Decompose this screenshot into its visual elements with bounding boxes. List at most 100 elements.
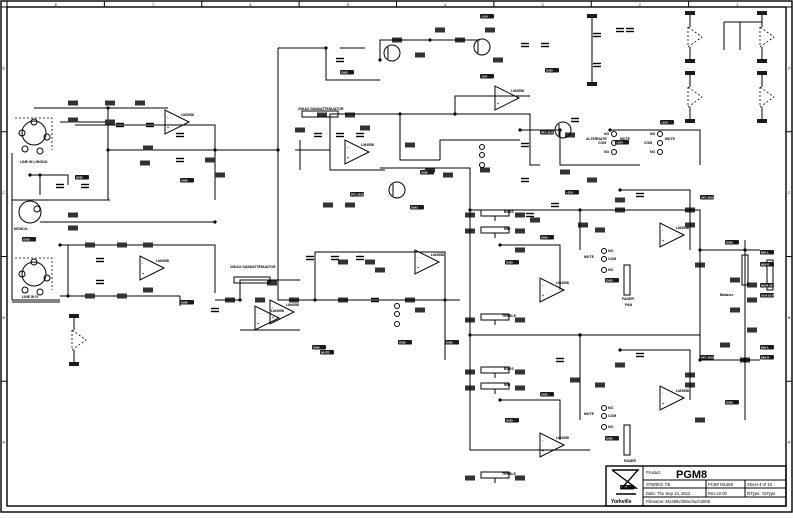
svg-text:NO: NO [650, 132, 656, 136]
net-tag-bus-left: MIX L [760, 345, 774, 350]
net-tag-box [615, 140, 629, 145]
power-rail-tag [757, 11, 767, 15]
net-tag-gnd: GND [75, 175, 89, 180]
product-name: PGM8 [676, 469, 707, 481]
net-tag-box [760, 345, 774, 350]
resistor [515, 212, 525, 218]
resistor [360, 125, 370, 131]
net-tag-label: MON OUT [761, 284, 775, 288]
opamp-symbol: -+LM4558 [659, 385, 689, 411]
net-tag-label: GND [341, 71, 349, 75]
net-tag-box [605, 278, 619, 283]
resistor [485, 27, 495, 33]
resistor [747, 297, 757, 303]
power-rail-tag [757, 59, 767, 63]
net-tag-label: GND [76, 176, 84, 180]
net-tag-label: GND [181, 179, 189, 183]
resistor [365, 259, 375, 265]
border-column-label: 3 [542, 3, 544, 7]
opamp-minus: - [662, 391, 664, 395]
svg-text:MUTE: MUTE [584, 412, 595, 416]
opamp-minus: - [347, 145, 349, 149]
power-opamp-triangle [759, 26, 775, 48]
opamp-symbol: -+LM4558 [254, 305, 284, 331]
resistor [117, 242, 127, 248]
net-tag-pfl-bus: PFL BUS [350, 192, 364, 197]
net-tag-label: GND [399, 341, 407, 345]
border-row-label: D [788, 66, 791, 70]
power-rail-tag [685, 119, 695, 123]
svg-text:BASS: BASS [504, 367, 514, 371]
opamp-minus: - [662, 228, 664, 232]
svg-text:NO: NO [604, 150, 610, 154]
net-tag-afl-bus: AFL BUS [700, 195, 714, 200]
opamp-part-label: LM4558 [676, 226, 689, 230]
title-block: Yorkville Product PGM8 STEREO 7/8 PCB# M… [605, 465, 787, 507]
net-tag-label: MIX R [761, 356, 770, 360]
net-tag-box [660, 120, 674, 125]
transistor-q1 [383, 44, 401, 62]
resistor [68, 117, 78, 123]
junction-dot [106, 106, 110, 110]
resistor [480, 167, 490, 173]
opamp-symbol: -+LM4558 [539, 277, 569, 303]
company-logo [611, 469, 640, 495]
opamp-symbol: -+LM4558 [659, 222, 689, 248]
svg-text:BASS: BASS [504, 210, 514, 214]
switch-channel-a: NO COM NO MUTE [584, 248, 616, 273]
net-tag-bus-right: MIX R [760, 355, 774, 360]
opamp-plus: + [417, 266, 419, 270]
net-tag-gnd: GND [605, 436, 619, 441]
resistor [595, 227, 605, 233]
junction-dot [58, 243, 62, 247]
opamp-part-label: LM4558 [181, 113, 194, 117]
power-opamp-triangle [71, 329, 87, 351]
net-tag-box [22, 237, 36, 242]
border-row-label: B [3, 316, 6, 320]
resistor [515, 228, 525, 234]
resistor [515, 385, 525, 391]
opamp-part-label: LM4558 [511, 89, 524, 93]
svg-text:PAN: PAN [625, 303, 633, 307]
svg-text:20KAX GAIN/ATTENUATOR: 20KAX GAIN/ATTENUATOR [230, 265, 276, 269]
transistor-q2 [473, 38, 491, 56]
opamp-plus: + [257, 322, 259, 326]
net-tag-label: GND [23, 238, 31, 242]
svg-text:NO: NO [608, 268, 614, 272]
resistor [105, 119, 115, 125]
svg-text:MID: MID [504, 383, 511, 387]
jack-label-line-l: LINE IN L/MONO [20, 160, 48, 164]
junction-dot [28, 173, 32, 177]
transistor-q4 [554, 121, 572, 139]
opamp-minus: - [417, 255, 419, 259]
net-tag-label: AFL BUS [701, 196, 714, 200]
power-rail-tag [757, 119, 767, 123]
net-tag-aux-out: AUX OUT [760, 293, 775, 298]
opamp-part-label: LM4558 [286, 303, 299, 307]
net-tag-box [180, 178, 194, 183]
resistor [615, 197, 625, 203]
resistor [465, 475, 475, 481]
resistor [143, 145, 153, 151]
border-column-label: 1 [736, 3, 738, 7]
resistor [215, 172, 225, 178]
net-tag-label: GND [506, 261, 514, 265]
opamp-plus: + [542, 294, 544, 298]
switch-mute-top: NO COM NO NO COM NO ALTERNATE MUTE MUTE [586, 131, 676, 155]
net-tag-afl-bus: AFL BUS [700, 355, 714, 360]
opamp-minus: - [142, 261, 144, 265]
jack-label-mono: MONO/L [14, 227, 29, 231]
resistor [68, 100, 78, 106]
opamp-symbol: -+LM4558 [539, 432, 569, 458]
net-tag-vcc: +15V [660, 120, 674, 125]
net-tag-label: GND [606, 437, 614, 441]
opamp-triangle [539, 277, 566, 303]
resistor [435, 27, 445, 33]
net-tag-box [410, 205, 424, 210]
svg-text:COM: COM [644, 141, 652, 145]
resistor [730, 307, 740, 313]
opamp-part-label: LM4558 [156, 259, 169, 263]
resistor [443, 172, 453, 178]
net-tag-box [320, 350, 334, 355]
